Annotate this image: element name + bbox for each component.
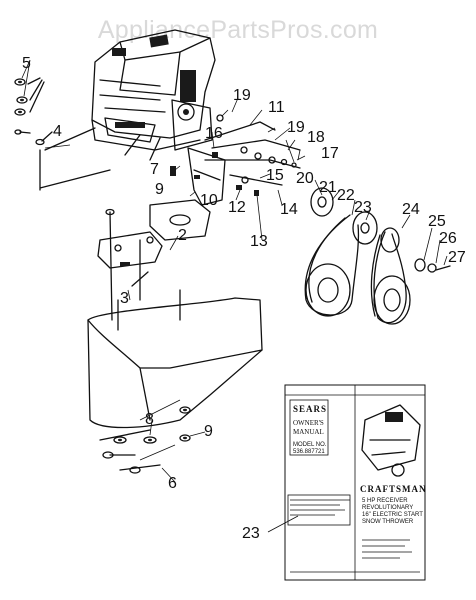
callout-19b: 19	[287, 119, 305, 136]
callout-18: 18	[307, 129, 325, 146]
callout-23a: 23	[354, 199, 372, 216]
callout-25: 25	[428, 213, 446, 230]
callout-12: 12	[228, 199, 246, 216]
drive-belt-icon	[304, 214, 407, 324]
mounting-plates	[97, 199, 211, 331]
manual-left-brand: SEARS	[293, 404, 327, 414]
manual-right-desc-4: SNOW THROWER	[362, 519, 414, 525]
linkage-hardware	[204, 109, 301, 186]
callouts: 5 4 19 11 19 18 17 16 7 15 9 20 21 22 10…	[22, 55, 466, 542]
manual-right-desc-3: 16" ELECTRIC START	[362, 512, 423, 518]
manual-left-model-1: MODEL NO.	[293, 442, 327, 448]
callout-9a: 9	[155, 181, 164, 198]
callout-19a: 19	[233, 87, 251, 104]
callout-4: 4	[53, 123, 62, 140]
callout-23b: 23	[242, 525, 260, 542]
callout-2: 2	[178, 227, 187, 244]
callout-27: 27	[448, 249, 466, 266]
callout-9b: 9	[204, 423, 213, 440]
snow-thrower-icon	[361, 404, 421, 477]
callout-22: 22	[337, 187, 355, 204]
callout-13: 13	[250, 233, 268, 250]
callout-11: 11	[268, 99, 285, 116]
manual-right-brand: CRAFTSMAN	[360, 484, 427, 494]
callout-6: 6	[168, 475, 177, 492]
callout-20: 20	[296, 170, 314, 187]
manual-left-model-2: 536.887721	[293, 449, 325, 455]
manual-left-title-1: OWNER'S	[293, 419, 324, 427]
bracket	[170, 147, 259, 206]
callout-24: 24	[402, 201, 420, 218]
callout-8: 8	[145, 411, 154, 428]
callout-7: 7	[150, 161, 159, 178]
manual-right-desc-2: REVOLUTIONARY	[362, 505, 413, 511]
owners-manual: SEARS OWNER'S MANUAL MODEL NO. 536.88772…	[267, 384, 427, 581]
engine-icon	[39, 29, 216, 191]
manual-right-desc-1: 5 HP RECEIVER	[362, 498, 408, 504]
callout-17: 17	[321, 145, 339, 162]
auger-housing	[87, 297, 263, 474]
leader-lines	[21, 59, 448, 483]
callout-26: 26	[439, 230, 457, 247]
callout-16: 16	[205, 125, 223, 142]
callout-10: 10	[200, 192, 218, 209]
callout-21: 21	[319, 179, 337, 196]
callout-14: 14	[280, 201, 298, 218]
callout-5: 5	[22, 55, 31, 72]
watermark-text: AppliancePartsPros.com	[98, 16, 378, 44]
callout-3: 3	[120, 290, 129, 307]
manual-left-title-2: MANUAL	[293, 428, 324, 436]
bolt-icon	[14, 77, 53, 146]
callout-15: 15	[266, 167, 284, 184]
